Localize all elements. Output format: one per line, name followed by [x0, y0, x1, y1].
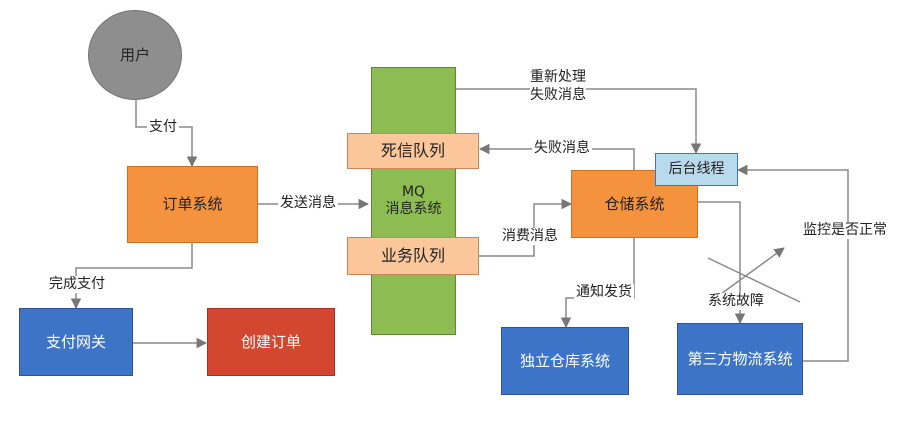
mq-label-line2: 消息系统	[385, 201, 442, 217]
payment-gateway-label: 支付网关	[45, 332, 106, 351]
background-thread-node: 后台线程	[655, 153, 738, 186]
user-node: 用户	[88, 10, 182, 100]
edge-label-reprocess-line2: 失败消息	[530, 87, 586, 104]
edge-label-failed-message: 失败消息	[532, 140, 592, 157]
mq-message-system-node: MQ 消息系统	[371, 67, 456, 335]
business-queue-label: 业务队列	[380, 246, 445, 265]
independent-warehouse-node: 独立仓库系统	[501, 327, 629, 395]
create-order-label: 创建订单	[240, 332, 301, 351]
business-queue-node: 业务队列	[347, 237, 479, 275]
edge-logistics-to-thread	[736, 164, 849, 362]
edge-label-send-message: 发送消息	[278, 195, 338, 212]
mq-label-line1: MQ	[401, 183, 426, 200]
edge-warehouse-to-logistics	[698, 201, 746, 325]
payment-gateway-node: 支付网关	[19, 308, 133, 376]
third-party-logistics-label: 第三方物流系统	[687, 349, 793, 368]
edge-label-pay: 支付	[147, 119, 179, 136]
dead-letter-queue-node: 死信队列	[347, 133, 479, 169]
edge-label-payment-complete: 完成支付	[47, 276, 107, 293]
edge-label-reprocess: 重新处理 失败消息	[530, 68, 586, 105]
failure-cross-line-1	[707, 257, 801, 303]
warehouse-system-label: 仓储系统	[604, 194, 665, 213]
edge-warehouse-to-dlq	[478, 143, 635, 170]
create-order-node: 创建订单	[207, 308, 335, 376]
edge-label-monitor-normal: 监控是否正常	[801, 222, 889, 239]
background-thread-label: 后台线程	[668, 160, 725, 177]
order-system-node: 订单系统	[127, 166, 258, 243]
edge-label-consume-message: 消费消息	[500, 228, 560, 245]
edge-label-reprocess-line1: 重新处理	[530, 69, 586, 85]
independent-warehouse-label: 独立仓库系统	[519, 351, 610, 370]
user-label: 用户	[119, 45, 150, 64]
order-system-label: 订单系统	[162, 195, 223, 214]
third-party-logistics-node: 第三方物流系统	[677, 323, 803, 395]
edge-warehouse-to-independent	[560, 238, 635, 329]
dead-letter-queue-label: 死信队列	[380, 141, 445, 160]
edge-label-system-failure: 系统故障	[706, 293, 766, 310]
warehouse-system-node: 仓储系统	[571, 170, 698, 238]
edge-label-notify-shipping: 通知发货	[574, 284, 634, 301]
